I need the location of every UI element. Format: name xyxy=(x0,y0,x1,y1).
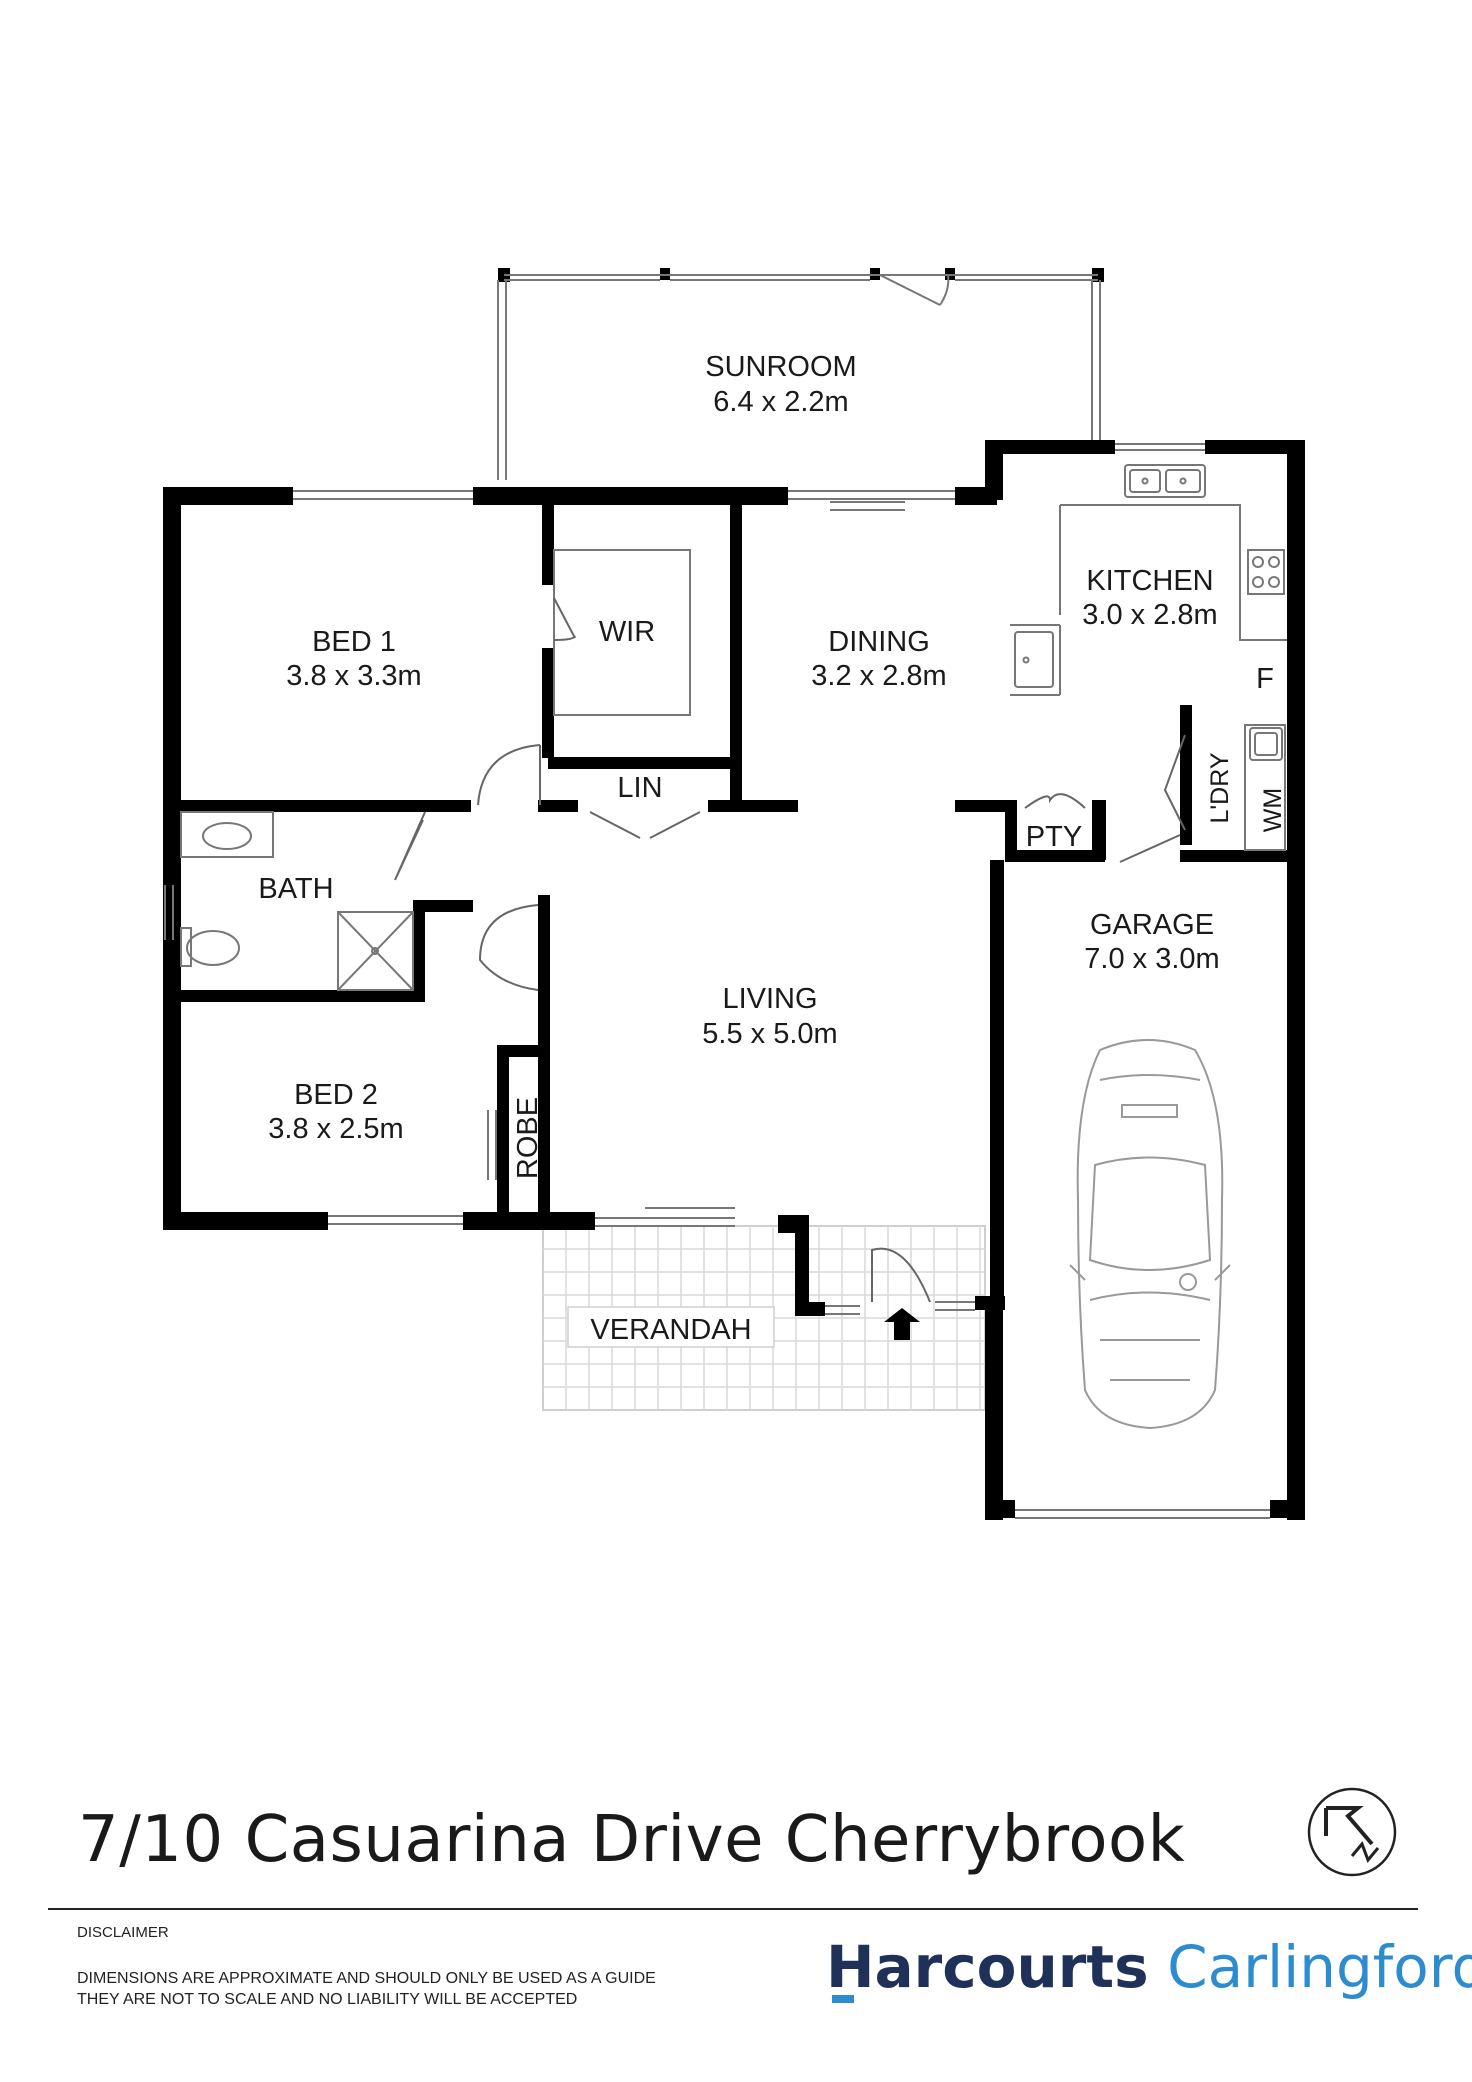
disclaimer-title: DISCLAIMER xyxy=(77,1924,169,1941)
entry-arrow-icon xyxy=(884,1308,920,1340)
room-laundry: L'DRY WM xyxy=(1206,752,1287,832)
washing-machine-label: WM xyxy=(1259,788,1287,832)
room-robe: ROBE xyxy=(512,1097,544,1179)
disclaimer-line: DIMENSIONS ARE APPROXIMATE AND SHOULD ON… xyxy=(77,1970,656,1987)
brand-primary: Harcourts xyxy=(826,1933,1149,2001)
room-name: DINING xyxy=(828,626,930,658)
room-sunroom: SUNROOM 6.4 x 2.2m xyxy=(705,351,856,418)
north-compass-icon xyxy=(1307,1787,1397,1877)
room-name: VERANDAH xyxy=(590,1314,751,1346)
shower-icon xyxy=(337,911,414,991)
room-name: BED 2 xyxy=(294,1079,378,1111)
room-size: 6.4 x 2.2m xyxy=(713,386,848,418)
room-name: SUNROOM xyxy=(705,351,856,383)
room-bed1: BED 1 3.8 x 3.3m xyxy=(286,626,421,692)
room-living: LIVING 5.5 x 5.0m xyxy=(702,983,837,1050)
fridge-label: F xyxy=(1256,663,1274,695)
room-name: L'DRY xyxy=(1206,752,1234,823)
room-wir: WIR xyxy=(599,616,655,648)
toilet-icon xyxy=(180,927,240,967)
room-dining: DINING 3.2 x 2.8m xyxy=(811,626,946,692)
property-address: 7/10 Casuarina Drive Cherrybrook xyxy=(78,1803,1186,1877)
footer-divider xyxy=(48,1908,1418,1910)
room-lin: LIN xyxy=(617,772,662,804)
floor-plan: SUNROOM 6.4 x 2.2m BED 1 3.8 x 3.3m WIR … xyxy=(163,268,1305,1520)
disclaimer-text: DIMENSIONS ARE APPROXIMATE AND SHOULD ON… xyxy=(77,1968,656,2010)
room-pty: PTY xyxy=(1026,821,1082,853)
room-name: WIR xyxy=(599,616,655,648)
room-kitchen: KITCHEN 3.0 x 2.8m F xyxy=(1082,565,1274,695)
room-size: 3.8 x 3.3m xyxy=(286,660,421,692)
room-size: 3.2 x 2.8m xyxy=(811,660,946,692)
room-verandah: VERANDAH xyxy=(567,1306,775,1348)
disclaimer-line: THEY ARE NOT TO SCALE AND NO LIABILITY W… xyxy=(77,1991,578,2008)
room-name: GARAGE xyxy=(1090,909,1214,941)
cooktop-icon xyxy=(1247,549,1285,595)
room-bath: BATH xyxy=(258,873,333,905)
room-name: BATH xyxy=(258,873,333,905)
basin-icon xyxy=(180,811,274,858)
room-name: LIN xyxy=(617,772,662,804)
room-size: 7.0 x 3.0m xyxy=(1084,943,1219,975)
doors xyxy=(394,597,1186,1303)
room-size: 3.0 x 2.8m xyxy=(1082,599,1217,631)
brand-accent-bar xyxy=(832,1995,854,2003)
room-size: 3.8 x 2.5m xyxy=(268,1113,403,1145)
laundry-tub-icon xyxy=(1249,727,1283,761)
room-name: PTY xyxy=(1026,821,1082,853)
room-name: ROBE xyxy=(512,1097,544,1179)
walls xyxy=(163,268,1305,1520)
agency-logo: Harcourts Carlingford xyxy=(826,1938,1472,1996)
room-name: KITCHEN xyxy=(1086,565,1213,597)
car-icon xyxy=(1069,1039,1231,1430)
sink-icon xyxy=(1124,464,1206,498)
room-size: 5.5 x 5.0m xyxy=(702,1018,837,1050)
room-garage: GARAGE 7.0 x 3.0m xyxy=(1084,909,1219,975)
kitchen-sink-icon xyxy=(1014,631,1054,688)
room-name: LIVING xyxy=(722,983,817,1015)
room-bed2: BED 2 3.8 x 2.5m xyxy=(268,1079,403,1145)
room-name: BED 1 xyxy=(312,626,396,658)
brand-secondary: Carlingford xyxy=(1167,1933,1472,2001)
windows xyxy=(164,274,1287,1519)
